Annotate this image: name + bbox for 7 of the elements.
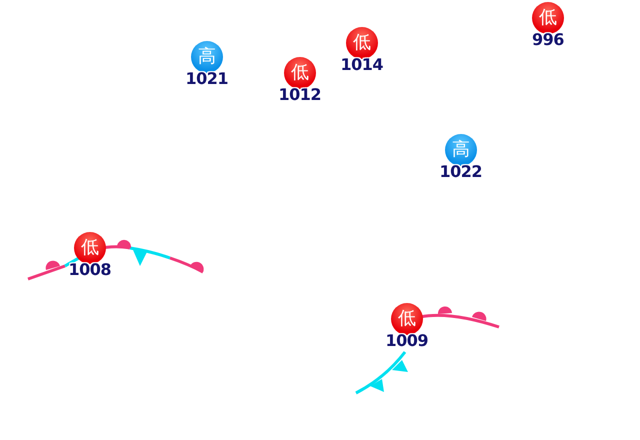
low-pressure-symbol: 低 [74, 232, 106, 264]
low-pressure-symbol: 低 [346, 27, 378, 59]
high-pressure-symbol: 高 [445, 134, 477, 166]
low-pressure-symbol: 低 [391, 303, 423, 335]
low-pressure-symbol: 低 [284, 57, 316, 89]
high-pressure-symbol: 高 [191, 41, 223, 73]
low-pressure-symbol: 低 [532, 2, 564, 34]
